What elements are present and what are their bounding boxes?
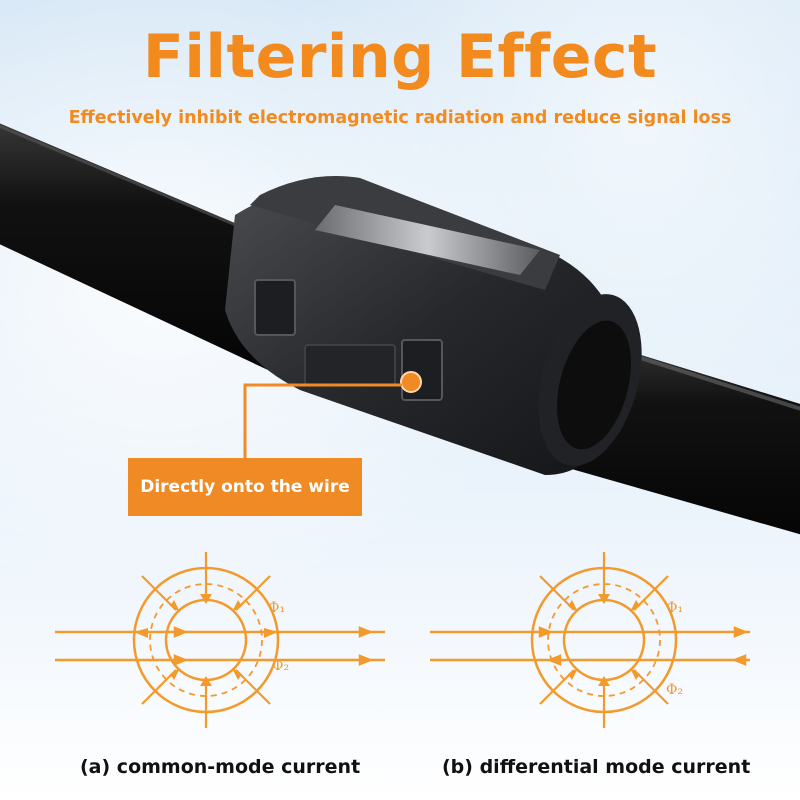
flux-label-2: Φ₂ xyxy=(272,658,289,674)
common-mode-diagram: Φ₁ Φ₂ xyxy=(55,552,385,728)
differential-mode-caption: (b) differential mode current xyxy=(442,756,751,778)
flux-label-2b: Φ₂ xyxy=(666,682,683,698)
common-mode-caption: (a) common-mode current xyxy=(80,756,361,778)
ferrite-core-clip xyxy=(225,176,642,475)
flux-label-1b: Φ₁ xyxy=(666,600,683,616)
page-title: Filtering Effect xyxy=(142,22,658,92)
page-subtitle: Effectively inhibit electromagnetic radi… xyxy=(68,108,732,128)
callout-leader-line xyxy=(243,383,402,458)
differential-mode-diagram: Φ₁ Φ₂ xyxy=(430,552,750,728)
flux-label-1: Φ₁ xyxy=(268,600,285,616)
callout-label: Directly onto the wire xyxy=(128,458,362,516)
